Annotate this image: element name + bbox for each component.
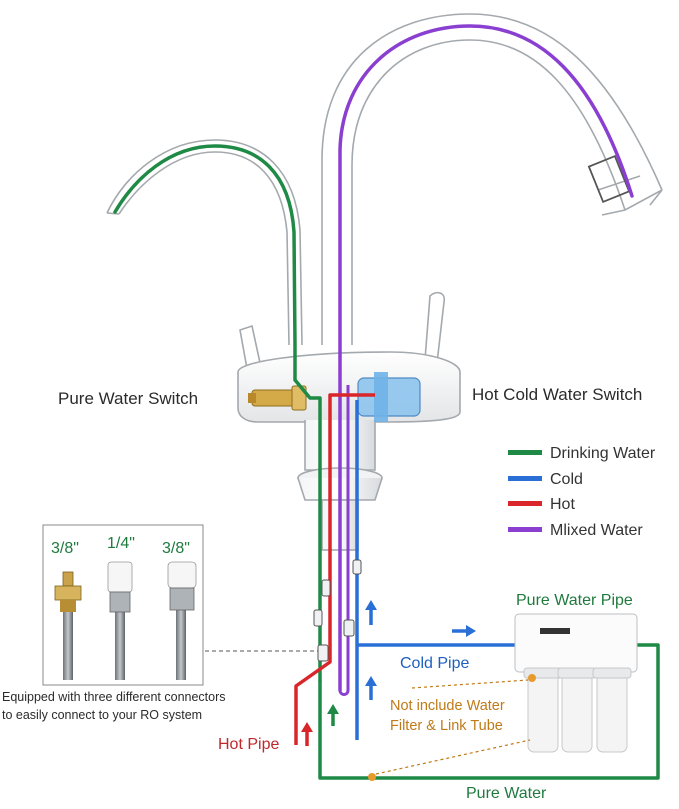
legend-label-cold: Cold [550,471,583,488]
pure-water-spout [106,139,303,346]
legend-label-drinking: Drinking Water [550,445,656,462]
legend-swatch-drinking [508,450,542,455]
brass-connector-icon [54,571,82,612]
legend-label-hot: Hot [550,496,575,513]
pure-water-label: Pure Water [466,785,547,802]
legend-swatch-mixed [508,527,542,532]
connector-size-2: 1/4" [107,535,135,552]
note-line-1: Not include Water [390,698,505,714]
pure-water-switch-label: Pure Water Switch [58,389,198,408]
hot-pipe-label: Hot Pipe [218,736,279,753]
connector-size-3: 3/8" [162,540,190,557]
cold-pipe-label: Cold Pipe [400,655,469,672]
drinking-water-line [113,144,322,682]
hose-fittings [313,559,362,662]
hot-cold-switch-label: Hot Cold Water Switch [472,385,642,404]
brass-valve-icon [248,385,307,411]
mixed-water-line [338,24,634,692]
legend: Drinking Water Cold Hot Mlixed Water [508,445,656,539]
pure-water-loop [318,643,660,780]
note-line-2: Filter & Link Tube [390,718,503,734]
hot-water-line [294,393,375,745]
main-spout [321,13,663,345]
arrow-right-icon [452,625,476,637]
blue-cartridge-icon [357,372,421,422]
legend-swatch-cold [508,476,542,481]
water-filter-icon [514,613,638,753]
note-callout [368,674,536,781]
white-connector-large-icon [167,561,197,611]
arrow-up-icon [301,600,377,746]
connector-note-line-1: Equipped with three different connectors [2,690,226,704]
connector-note-line-2: to easily connect to your RO system [2,708,202,722]
connector-inset: 3/8" 1/4" 3/8" [42,524,204,686]
faucet-body [106,13,663,551]
pure-water-pipe-label: Pure Water Pipe [516,592,633,609]
legend-label-mixed: Mlixed Water [550,522,643,539]
pull-head-window [587,154,631,204]
white-connector-icon [107,561,133,613]
legend-swatch-hot [508,501,542,506]
connector-size-1: 3/8" [51,540,79,557]
